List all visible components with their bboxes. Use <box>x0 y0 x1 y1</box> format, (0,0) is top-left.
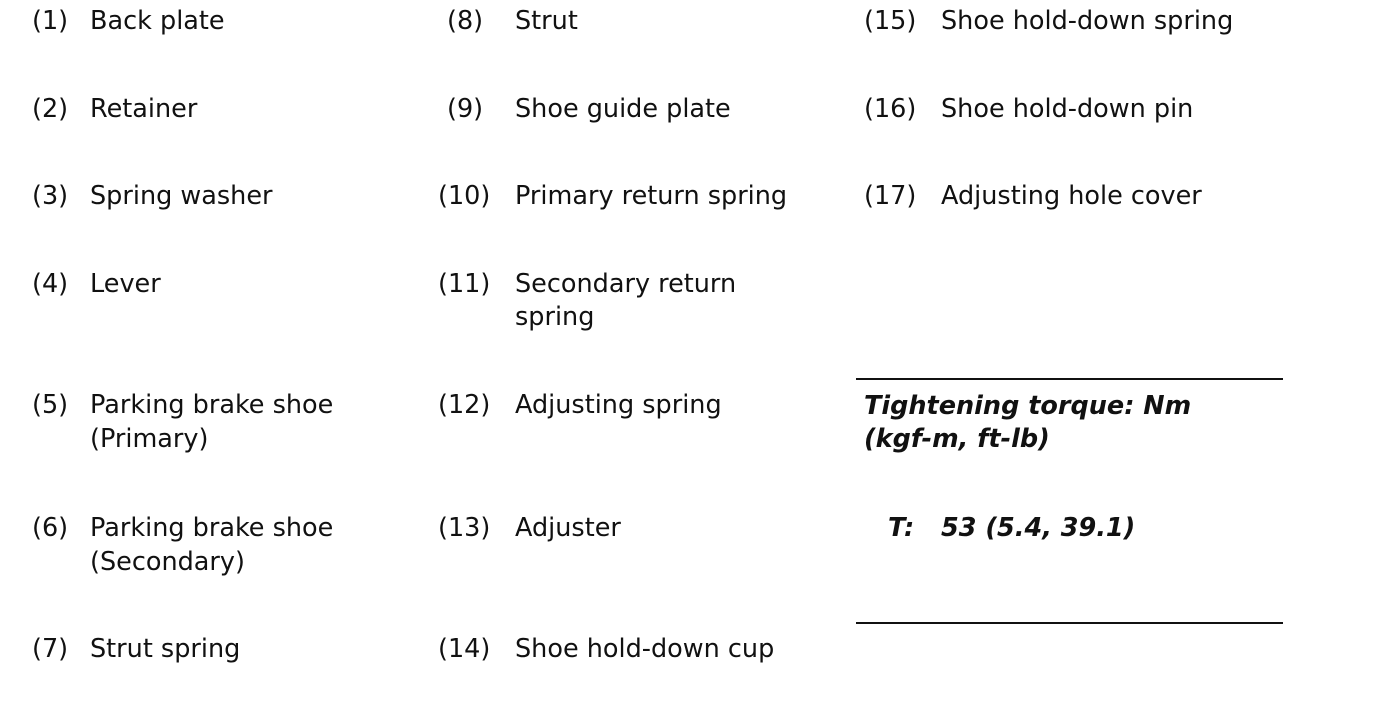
part-label: Adjusting hole cover <box>941 181 1202 211</box>
part-number: (14) <box>438 634 491 664</box>
part-number: (6) <box>32 513 69 543</box>
part-label: Strut <box>515 6 578 36</box>
part-label: Shoe guide plate <box>515 94 731 124</box>
part-label: Shoe hold-down spring <box>941 6 1234 36</box>
part-number: (8) <box>447 6 484 36</box>
part-label: Secondary return <box>515 269 737 299</box>
torque-heading-line: (kgf-m, ft-lb) <box>864 424 1050 454</box>
part-label: Back plate <box>90 6 225 36</box>
torque-top-rule <box>856 378 1283 380</box>
part-number: (7) <box>32 634 69 664</box>
part-label: Adjusting spring <box>515 390 722 420</box>
torque-bottom-rule <box>856 622 1283 624</box>
part-label: Primary return spring <box>515 181 788 211</box>
part-label: Shoe hold-down pin <box>941 94 1194 124</box>
torque-heading-line: Tightening torque: Nm <box>864 391 1192 421</box>
part-label: Spring washer <box>90 181 273 211</box>
part-label-continued: spring <box>515 302 595 332</box>
part-number: (15) <box>864 6 917 36</box>
part-number: (5) <box>32 390 69 420</box>
part-label: Shoe hold-down cup <box>515 634 775 664</box>
part-label-continued: (Primary) <box>90 424 209 454</box>
part-number: (12) <box>438 390 491 420</box>
part-number: (9) <box>447 94 484 124</box>
part-label: Retainer <box>90 94 198 124</box>
torque-value: 53 (5.4, 39.1) <box>941 513 1136 543</box>
part-label: Lever <box>90 269 161 299</box>
part-number: (10) <box>438 181 491 211</box>
part-label: Strut spring <box>90 634 241 664</box>
part-label: Adjuster <box>515 513 621 543</box>
part-number: (2) <box>32 94 69 124</box>
part-label: Parking brake shoe <box>90 513 334 543</box>
part-label-continued: (Secondary) <box>90 547 245 577</box>
part-label: Parking brake shoe <box>90 390 334 420</box>
part-number: (11) <box>438 269 491 299</box>
part-number: (3) <box>32 181 69 211</box>
part-number: (1) <box>32 6 69 36</box>
torque-label: T: <box>888 513 915 543</box>
part-number: (13) <box>438 513 491 543</box>
part-number: (16) <box>864 94 917 124</box>
part-number: (17) <box>864 181 917 211</box>
torque-heading: Tightening torque: Nm (kgf-m, ft-lb) <box>864 390 1191 456</box>
part-number: (4) <box>32 269 69 299</box>
